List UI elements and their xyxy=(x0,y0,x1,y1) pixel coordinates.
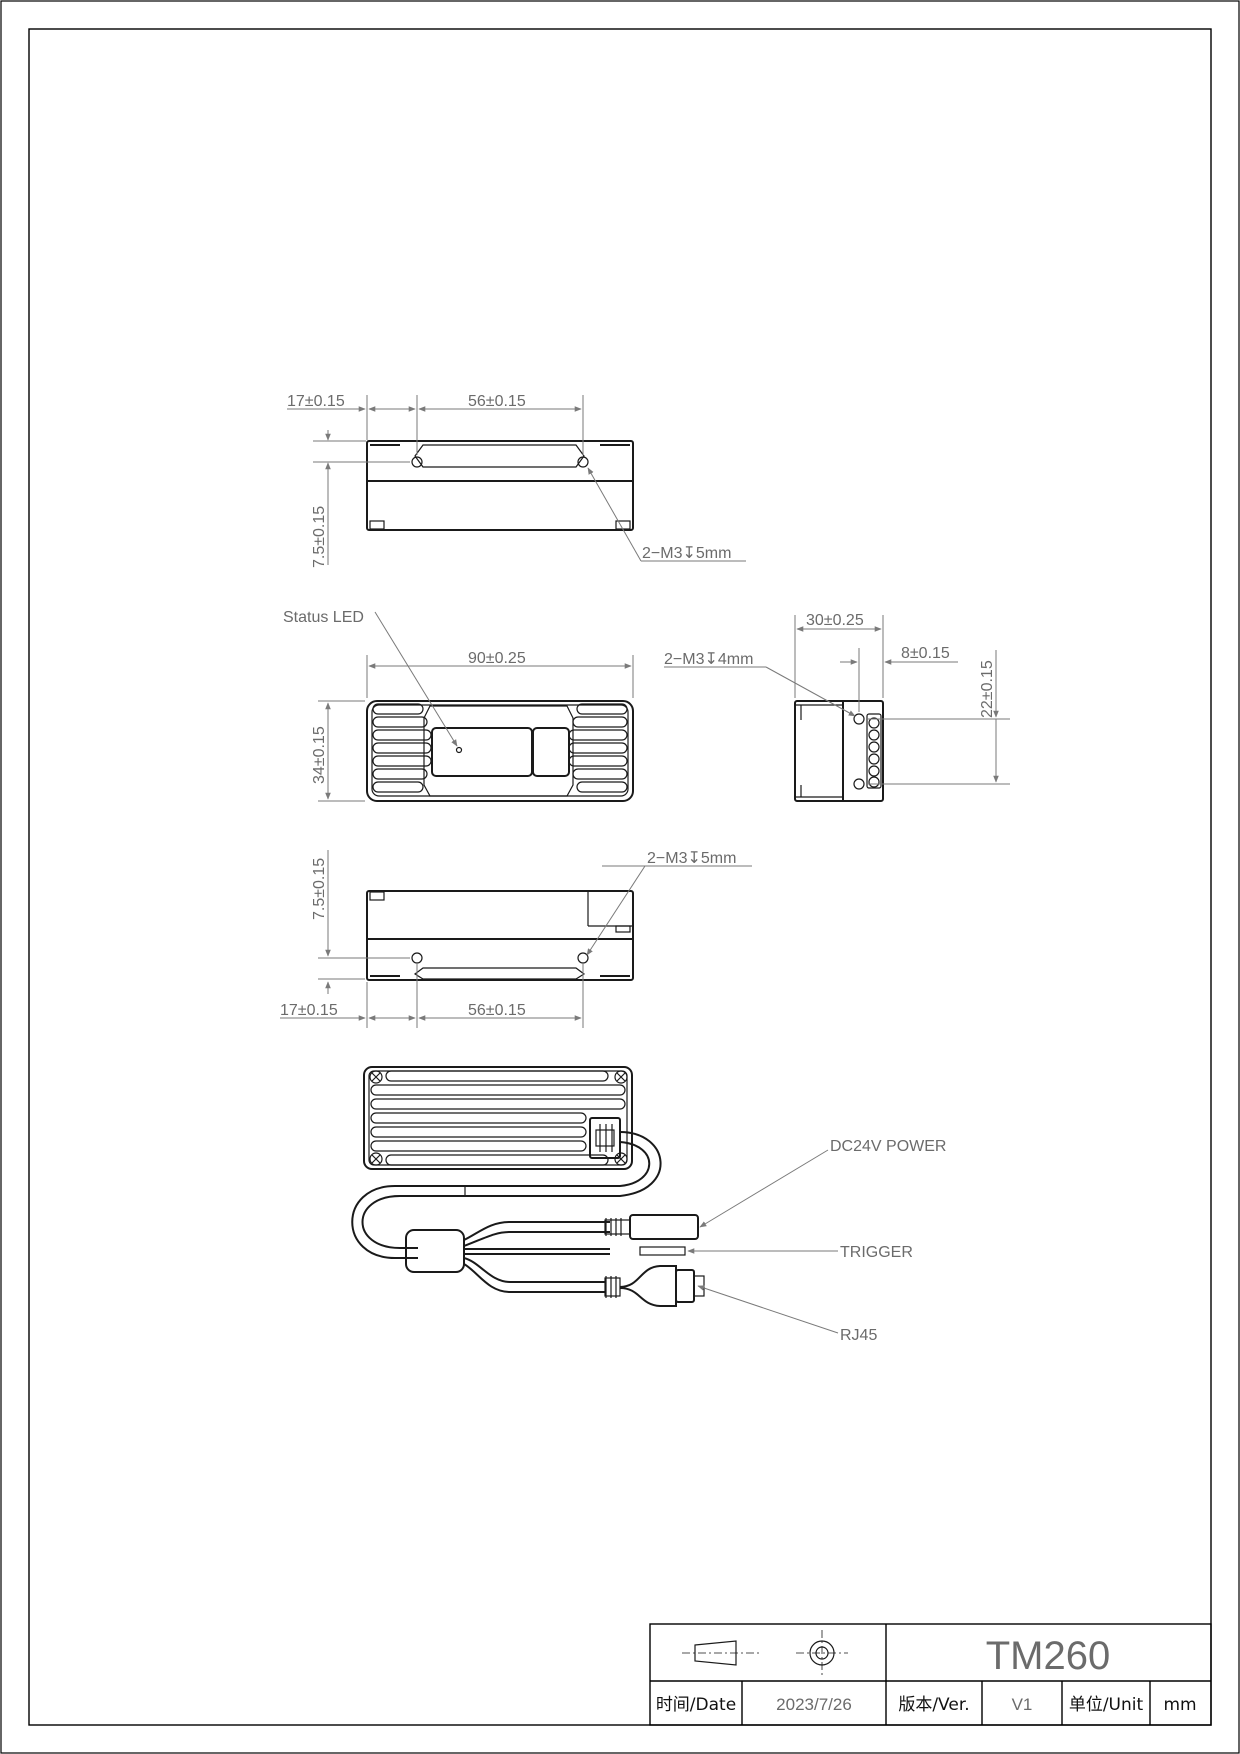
bottom-hole-callout: 2−M3↧5mm xyxy=(647,850,736,867)
version-value: V1 xyxy=(1012,1695,1033,1714)
first-angle-projection-cone-icon xyxy=(682,1640,760,1666)
corner-screw-icons xyxy=(369,1070,628,1166)
top-dim-left: 17±0.15 xyxy=(287,393,345,410)
front-view: 90±0.25 34±0.15 Status LED xyxy=(283,609,634,802)
side-dim-hole-spacing: 22±0.15 xyxy=(979,660,996,718)
rj45-label: RJ45 xyxy=(840,1327,877,1344)
status-led-icon xyxy=(455,746,463,754)
bottom-view: 2−M3↧5mm 7.5±0.15 17±0.15 56±0.15 xyxy=(280,850,752,1028)
top-view: 17±0.15 56±0.15 7.5±0.15 2−M3↧5mm xyxy=(287,393,746,568)
version-label: 版本/Ver. xyxy=(898,1695,969,1715)
first-angle-projection-circle-icon xyxy=(796,1630,848,1676)
date-value: 2023/7/26 xyxy=(776,1695,852,1714)
iso-view: DC24V POWER TRIGGER RJ45 xyxy=(351,1066,946,1344)
title-block: TM260 时间/Date 2023/7/26 版本/Ver. V1 单位/Un… xyxy=(649,1623,1212,1726)
top-dim-height: 7.5±0.15 xyxy=(311,506,328,568)
model-title: TM260 xyxy=(986,1634,1111,1678)
power-label: DC24V POWER xyxy=(830,1138,946,1155)
front-dim-length: 90±0.25 xyxy=(468,650,526,667)
side-dim-offset: 8±0.15 xyxy=(901,645,950,662)
right-cooling-fins xyxy=(568,703,628,793)
bottom-dim-spacing: 56±0.15 xyxy=(468,1002,526,1019)
bottom-dim-left: 17±0.15 xyxy=(280,1002,338,1019)
date-label: 时间/Date xyxy=(656,1695,736,1715)
bottom-dim-height: 7.5±0.15 xyxy=(311,858,328,920)
side-view: 30±0.25 8±0.15 22±0.15 2−M3↧4mm xyxy=(664,612,1010,802)
unit-label: 单位/Unit xyxy=(1069,1695,1144,1715)
unit-value: mm xyxy=(1163,1695,1196,1715)
top-hole-callout: 2−M3↧5mm xyxy=(642,545,731,562)
left-cooling-fins xyxy=(372,703,432,793)
front-dim-height: 34±0.15 xyxy=(311,726,328,784)
side-hole-callout: 2−M3↧4mm xyxy=(664,651,753,668)
top-dim-spacing: 56±0.15 xyxy=(468,393,526,410)
drawing-frame xyxy=(28,28,1212,1726)
trigger-label: TRIGGER xyxy=(840,1244,913,1261)
side-dim-width: 30±0.25 xyxy=(806,612,864,629)
status-led-label: Status LED xyxy=(283,609,364,626)
